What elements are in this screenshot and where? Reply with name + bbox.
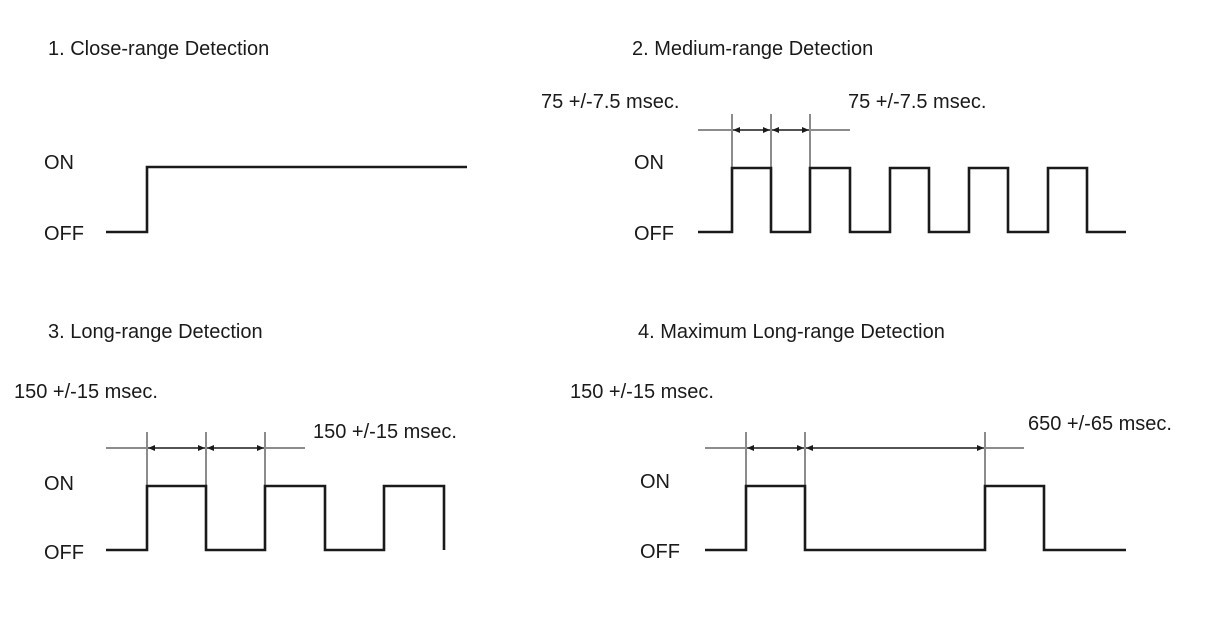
panel-title: 4. Maximum Long-range Detection	[638, 321, 945, 343]
panel-title: 3. Long-range Detection	[48, 321, 263, 343]
off-duration-label: 150 +/-15 msec.	[313, 421, 457, 443]
on-duration-label: 150 +/-15 msec.	[570, 381, 714, 403]
off-level-label: OFF	[640, 541, 680, 563]
off-duration-label: 650 +/-65 msec.	[1028, 413, 1172, 435]
on-level-label: ON	[44, 152, 74, 174]
on-level-label: ON	[634, 152, 664, 174]
on-duration-label: 150 +/-15 msec.	[14, 381, 158, 403]
off-duration-label: 75 +/-7.5 msec.	[848, 91, 986, 113]
signal-waveform	[106, 165, 467, 234]
panel-title: 1. Close-range Detection	[48, 38, 269, 60]
on-level-label: ON	[640, 471, 670, 493]
signal-waveform	[705, 484, 1126, 552]
on-duration-label: 75 +/-7.5 msec.	[541, 91, 679, 113]
panel-maximum-long-range: 4. Maximum Long-range Detection 150 +/-1…	[570, 321, 1172, 563]
signal-waveform	[698, 166, 1126, 234]
off-level-label: OFF	[44, 542, 84, 564]
signal-waveform	[106, 484, 446, 552]
off-level-label: OFF	[634, 223, 674, 245]
on-level-label: ON	[44, 473, 74, 495]
panel-medium-range: 2. Medium-range Detection 75 +/-7.5 msec…	[541, 38, 1126, 245]
panel-title: 2. Medium-range Detection	[632, 38, 873, 60]
off-level-label: OFF	[44, 223, 84, 245]
panel-close-range: 1. Close-range Detection ON OFF	[44, 38, 467, 245]
panel-long-range: 3. Long-range Detection 150 +/-15 msec. …	[14, 321, 457, 564]
